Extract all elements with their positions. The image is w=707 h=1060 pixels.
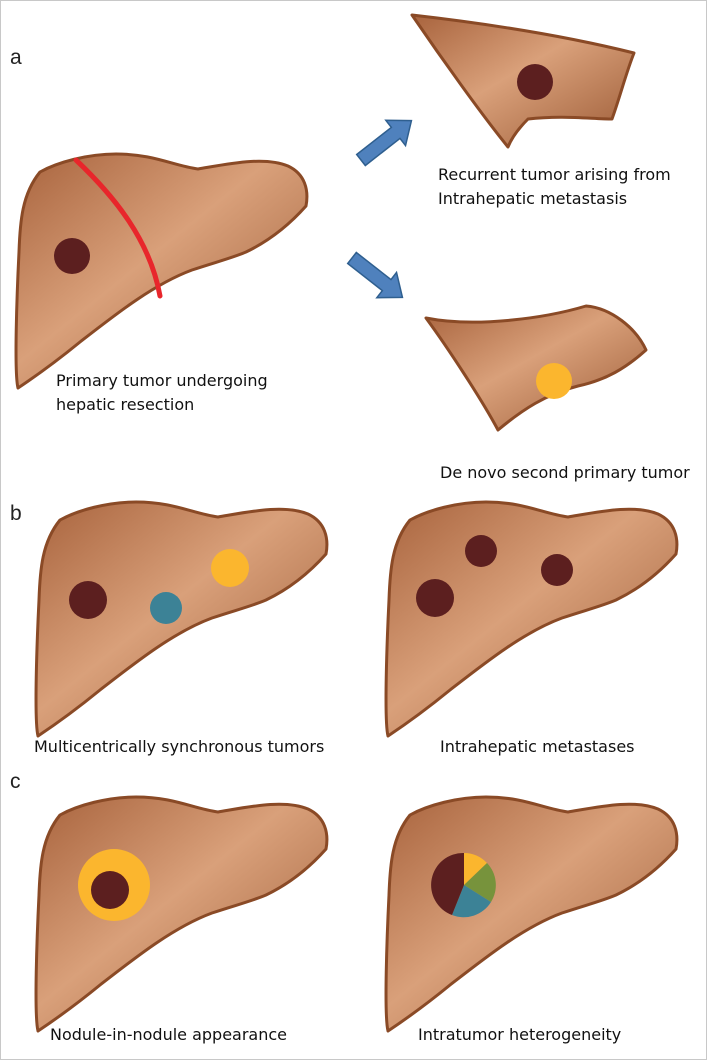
denovo-caption: De novo second primary tumor <box>440 463 690 482</box>
liver-shape <box>14 152 309 390</box>
pie-segment-green <box>464 863 496 902</box>
liver-shape <box>34 795 329 1033</box>
arrow-up-right <box>355 119 413 167</box>
panel-b: b Multicentrically synchronous tumors In… <box>10 500 679 756</box>
panel-a: a Primary tumor undergoing hepatic resec… <box>10 13 690 482</box>
liver-shape <box>384 500 679 738</box>
pie-segment-yellow <box>464 853 487 885</box>
metastasis-3 <box>541 554 573 586</box>
pie-segment-dark <box>431 852 464 915</box>
nodule-caption: Nodule-in-nodule appearance <box>50 1025 287 1044</box>
heterogeneity-caption: Intratumor heterogeneity <box>418 1025 621 1044</box>
synchronous-liver <box>34 500 329 738</box>
panel-letter-a: a <box>10 46 22 69</box>
inner-nodule <box>91 871 129 909</box>
liver-shape <box>34 500 329 738</box>
primary-tumor <box>54 238 90 274</box>
recurrent-liver <box>410 13 636 149</box>
primary-caption-line1: Primary tumor undergoing <box>56 371 268 390</box>
resection-line <box>73 157 163 299</box>
recurrent-caption-line1: Recurrent tumor arising from <box>438 165 671 184</box>
arrow-down-right <box>346 251 404 299</box>
panel-letter-b: b <box>10 502 22 525</box>
metastasis-2 <box>465 535 497 567</box>
nodule-liver <box>34 795 329 1033</box>
tumor-dark <box>69 581 107 619</box>
metastases-liver <box>384 500 679 738</box>
denovo-tumor <box>536 363 572 399</box>
synchronous-caption: Multicentrically synchronous tumors <box>34 737 324 756</box>
tumor-teal <box>150 592 182 624</box>
liver-shape <box>384 795 679 1033</box>
pie-segment-teal <box>452 885 491 918</box>
primary-liver <box>14 152 309 390</box>
recurrent-tumor <box>517 64 553 100</box>
heterogeneous-tumor <box>431 852 496 918</box>
denovo-liver <box>424 304 648 432</box>
heterogeneity-liver <box>384 795 679 1033</box>
metastases-caption: Intrahepatic metastases <box>440 737 635 756</box>
tumor-yellow <box>211 549 249 587</box>
metastasis-1 <box>416 579 454 617</box>
primary-caption-line2: hepatic resection <box>56 395 194 414</box>
panel-letter-c: c <box>10 770 21 793</box>
liver-shape <box>424 304 648 432</box>
panel-c: c Nodule-in-nodule appearance Intratumor… <box>10 770 679 1044</box>
recurrent-caption-line2: Intrahepatic metastasis <box>438 189 627 208</box>
